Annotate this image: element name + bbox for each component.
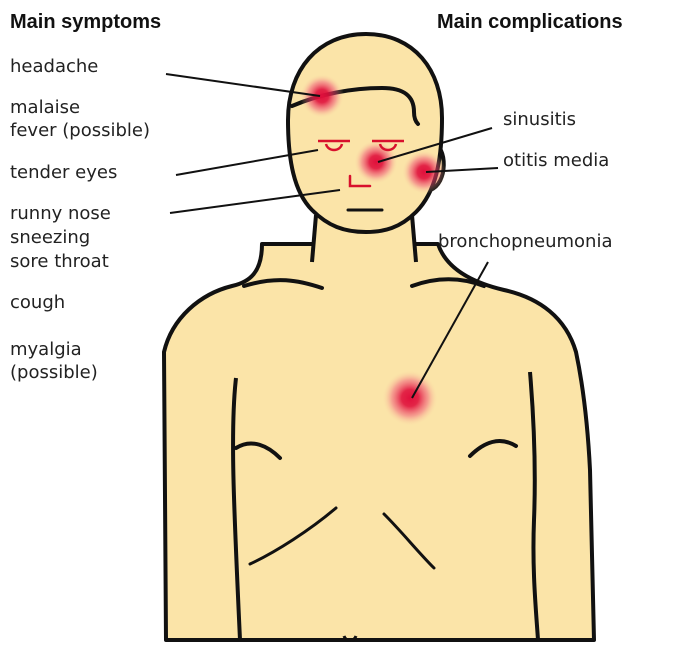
sinusitis-hotspot xyxy=(354,140,398,184)
complication-bronchopneumonia: bronchopneumonia xyxy=(438,230,612,254)
symptom-sneezing: sneezing xyxy=(10,226,90,250)
complication-sinusitis: sinusitis xyxy=(503,108,576,132)
symptom-myalgia-qualifier: (possible) xyxy=(10,361,98,385)
symptom-fever: fever (possible) xyxy=(10,119,150,143)
head xyxy=(288,34,442,232)
symptom-myalgia: myalgia xyxy=(10,338,82,362)
symptom-cough: cough xyxy=(10,291,65,315)
headache-hotspot xyxy=(300,74,344,118)
symptom-tender-eyes: tender eyes xyxy=(10,161,117,185)
symptom-headache: headache xyxy=(10,55,98,79)
symptom-malaise: malaise xyxy=(10,96,80,120)
complications-heading: Main complications xyxy=(437,10,623,34)
torso xyxy=(164,244,594,640)
symptoms-heading: Main symptoms xyxy=(10,10,161,34)
complication-otitis-media: otitis media xyxy=(503,149,609,173)
symptom-sore-throat: sore throat xyxy=(10,250,109,274)
bronchopneumonia-hotspot xyxy=(382,370,438,426)
symptom-runny-nose: runny nose xyxy=(10,202,111,226)
